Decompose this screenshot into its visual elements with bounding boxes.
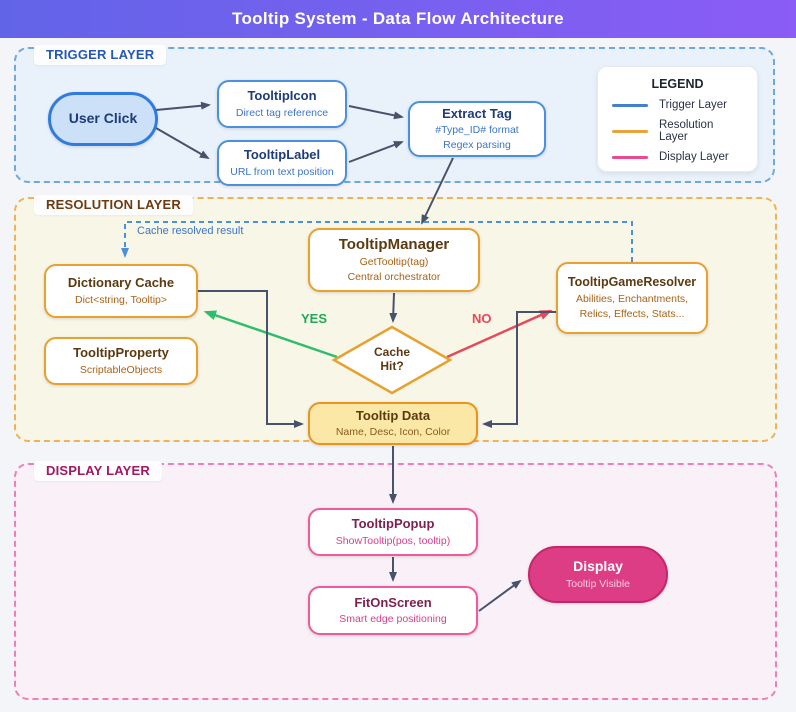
edge-cache-to-tooltipdata bbox=[198, 290, 304, 428]
page-title: Tooltip System - Data Flow Architecture bbox=[232, 9, 564, 28]
legend-swatch-trigger bbox=[612, 103, 648, 107]
legend-item-trigger: Trigger Layer bbox=[612, 99, 743, 111]
node-title: TooltipProperty bbox=[73, 345, 169, 361]
edge-manager-to-decision bbox=[389, 292, 398, 323]
node-subtitle: Dict<string, Tooltip> bbox=[74, 293, 168, 306]
node-tooltip-label: TooltipLabel URL from text position bbox=[217, 140, 347, 186]
trigger-layer-label: TRIGGER LAYER bbox=[34, 45, 167, 65]
node-subtitle: GetTooltip(tag) bbox=[359, 256, 429, 269]
node-subtitle: Smart edge positioning bbox=[339, 613, 447, 626]
node-title: TooltipPopup bbox=[351, 516, 435, 532]
edge-decision-no-to-resolver bbox=[446, 309, 553, 359]
node-subtitle: Name, Desc, Icon, Color bbox=[335, 426, 451, 439]
node-title: TooltipLabel bbox=[243, 147, 321, 163]
legend-item-resolution: Resolution Layer bbox=[612, 119, 743, 143]
node-subtitle: Regex parsing bbox=[443, 139, 511, 152]
edge-resolver-to-tooltipdata bbox=[482, 311, 556, 428]
node-subtitle: Abilities, Enchantments, bbox=[575, 292, 689, 305]
node-title: Tooltip Data bbox=[355, 407, 431, 423]
edge-userclick-to-tooltiplabel bbox=[155, 127, 210, 159]
edge-tooltiplabel-to-extracttag bbox=[348, 141, 404, 163]
legend-item-display: Display Layer bbox=[612, 151, 743, 163]
node-subtitle: ShowTooltip(pos, tooltip) bbox=[335, 534, 451, 547]
edge-label-no: NO bbox=[472, 311, 492, 326]
edge-userclick-to-tooltipicon bbox=[155, 101, 211, 111]
legend-label: Trigger Layer bbox=[659, 99, 727, 111]
node-subtitle: Central orchestrator bbox=[347, 271, 441, 284]
display-layer-label: DISPLAY LAYER bbox=[34, 461, 162, 481]
legend: LEGEND Trigger Layer Resolution Layer Di… bbox=[597, 66, 758, 172]
edge-fitonscreen-to-display bbox=[478, 579, 522, 612]
cache-hit-decision-text: Cache Hit? bbox=[373, 345, 411, 373]
node-subtitle: Direct tag reference bbox=[235, 106, 329, 119]
node-subtitle: #Type_ID# format bbox=[435, 124, 519, 136]
edge-decision-yes-to-cache bbox=[203, 310, 338, 359]
node-title: Dictionary Cache bbox=[67, 275, 175, 291]
node-tooltip-popup: TooltipPopup ShowTooltip(pos, tooltip) bbox=[308, 508, 478, 556]
node-tooltip-game-resolver: TooltipGameResolver Abilities, Enchantme… bbox=[556, 262, 708, 334]
resolution-layer-label: RESOLUTION LAYER bbox=[34, 195, 193, 215]
node-title: User Click bbox=[68, 110, 138, 127]
node-title: Display bbox=[573, 558, 623, 575]
legend-title: LEGEND bbox=[651, 77, 704, 91]
node-subtitle: ScriptableObjects bbox=[79, 363, 163, 376]
node-tooltip-property: TooltipProperty ScriptableObjects bbox=[44, 337, 198, 385]
edge-resolver-to-cache-dashed bbox=[121, 221, 633, 262]
flow-arrows bbox=[121, 101, 633, 612]
node-title: TooltipIcon bbox=[247, 88, 317, 104]
node-user-click: User Click bbox=[48, 92, 158, 146]
legend-label: Display Layer bbox=[659, 151, 729, 163]
node-subtitle: URL from text position bbox=[230, 165, 334, 178]
title-bar: Tooltip System - Data Flow Architecture bbox=[0, 0, 796, 38]
node-tooltip-icon: TooltipIcon Direct tag reference bbox=[217, 80, 347, 128]
edge-tooltipicon-to-extracttag bbox=[348, 105, 404, 120]
legend-swatch-resolution bbox=[612, 129, 648, 133]
diagram-canvas: TRIGGER LAYER RESOLUTION LAYER DISPLAY L… bbox=[0, 38, 796, 712]
node-title: TooltipManager bbox=[338, 235, 450, 253]
node-fit-on-screen: FitOnScreen Smart edge positioning bbox=[308, 586, 478, 635]
node-title: Extract Tag bbox=[442, 105, 512, 121]
node-dictionary-cache: Dictionary Cache Dict<string, Tooltip> bbox=[44, 264, 198, 318]
cache-hit-diamond bbox=[331, 325, 453, 395]
legend-label: Resolution Layer bbox=[659, 119, 714, 143]
edge-label-cache-resolved: Cache resolved result bbox=[137, 225, 244, 237]
node-title: FitOnScreen bbox=[354, 594, 432, 610]
node-title: TooltipGameResolver bbox=[567, 275, 697, 290]
node-tooltip-data: Tooltip Data Name, Desc, Icon, Color bbox=[308, 402, 478, 445]
node-extract-tag: Extract Tag #Type_ID# format Regex parsi… bbox=[408, 101, 546, 157]
node-subtitle: Tooltip Visible bbox=[565, 577, 630, 590]
legend-swatch-display bbox=[612, 155, 648, 159]
node-tooltip-manager: TooltipManager GetTooltip(tag) Central o… bbox=[308, 228, 480, 292]
edge-extracttag-to-manager bbox=[421, 157, 454, 225]
edge-label-yes: YES bbox=[301, 311, 328, 326]
node-display-state: Display Tooltip Visible bbox=[528, 546, 668, 603]
node-subtitle: Relics, Effects, Stats... bbox=[579, 307, 685, 320]
